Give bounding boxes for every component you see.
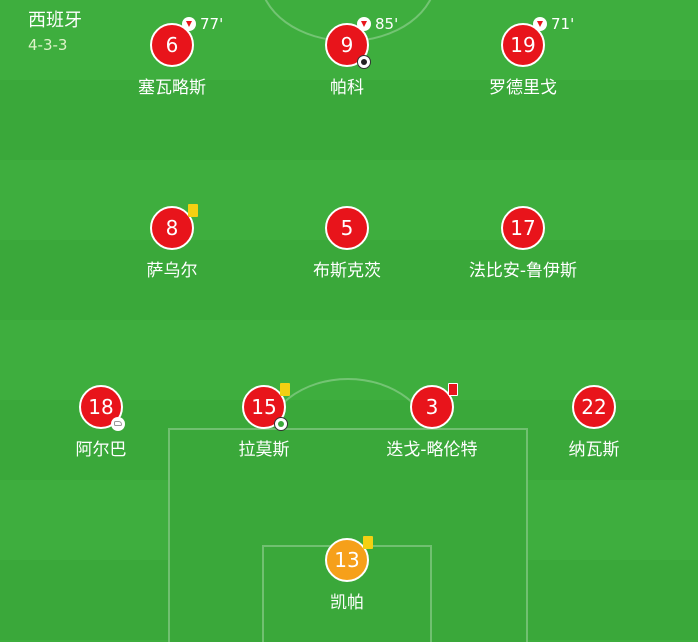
player-name: 纳瓦斯 <box>568 440 620 460</box>
player-number: 19 <box>510 33 536 57</box>
player-name: 布斯克茨 <box>313 261 381 281</box>
player-name: 法比安-鲁伊斯 <box>468 261 578 281</box>
player-22[interactable]: 22 纳瓦斯 <box>519 385 669 460</box>
substitution-minute: 71' <box>551 15 575 33</box>
player-19[interactable]: 19 71' 罗德里戈 <box>448 15 598 98</box>
red-card-icon <box>448 383 458 396</box>
player-9[interactable]: 9 85' 帕科 <box>272 15 422 98</box>
player-name: 凯帕 <box>330 593 364 613</box>
player-number-badge: 15 <box>242 383 290 431</box>
player-number-badge: 22 <box>572 385 616 429</box>
substitution-off-icon <box>357 17 371 31</box>
player-number: 6 <box>165 33 179 57</box>
player-number-badge: 5 <box>325 206 369 250</box>
substitution-minute: 85' <box>375 15 399 33</box>
player-number-badge: 9 85' <box>325 15 398 69</box>
substitution-off-icon <box>533 17 547 31</box>
goal-ball-icon <box>274 417 288 431</box>
player-name: 阿尔巴 <box>75 440 127 460</box>
goal-ball-icon <box>357 55 371 69</box>
player-5[interactable]: 5 布斯克茨 <box>272 206 422 281</box>
yellow-card-icon <box>188 204 198 217</box>
player-number: 5 <box>340 216 354 240</box>
penalty-box <box>168 428 528 642</box>
player-number-badge: 17 <box>501 206 545 250</box>
assist-boot-icon <box>111 417 125 431</box>
player-number: 3 <box>425 395 439 419</box>
player-number: 22 <box>581 395 607 419</box>
player-number: 18 <box>88 395 114 419</box>
player-name: 拉莫斯 <box>238 440 290 460</box>
substitution-off-icon <box>182 17 196 31</box>
player-number-badge: 13 <box>325 536 373 582</box>
team-name: 西班牙 <box>28 10 82 31</box>
player-number: 8 <box>165 216 179 240</box>
formation-label: 4-3-3 <box>28 36 68 54</box>
substitution-minute: 77' <box>200 15 224 33</box>
player-15[interactable]: 15 拉莫斯 <box>189 383 339 460</box>
player-number-badge: 3 <box>410 383 458 429</box>
player-number-badge: 8 <box>150 204 198 250</box>
yellow-card-icon <box>280 383 290 396</box>
player-number: 15 <box>251 395 277 419</box>
player-number-badge: 19 71' <box>501 15 574 67</box>
player-6[interactable]: 6 77' 塞瓦略斯 <box>97 15 247 98</box>
player-18[interactable]: 18 阿尔巴 <box>26 385 176 460</box>
player-13[interactable]: 13 凯帕 <box>272 536 422 613</box>
player-name: 萨乌尔 <box>146 261 198 281</box>
yellow-card-icon <box>363 536 373 549</box>
player-name: 迭戈-略伦特 <box>386 440 478 460</box>
player-name: 罗德里戈 <box>489 78 557 98</box>
player-number: 9 <box>340 33 354 57</box>
player-17[interactable]: 17 法比安-鲁伊斯 <box>448 206 598 281</box>
player-number: 13 <box>334 548 360 572</box>
player-number: 17 <box>510 216 536 240</box>
player-number-badge: 18 <box>79 385 125 431</box>
player-number-badge: 6 77' <box>150 15 223 67</box>
player-name: 塞瓦略斯 <box>138 78 206 98</box>
player-name: 帕科 <box>330 78 364 98</box>
player-8[interactable]: 8 萨乌尔 <box>97 204 247 281</box>
player-3[interactable]: 3 迭戈-略伦特 <box>357 383 507 460</box>
